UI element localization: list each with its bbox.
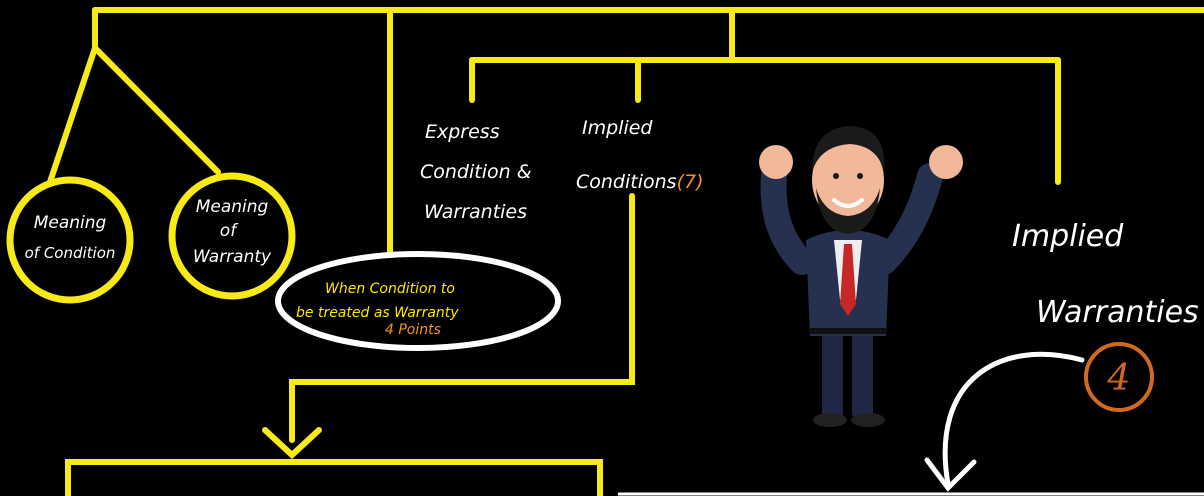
- meaning-warranty-line3: Warranty: [193, 247, 272, 267]
- cartoon-man-cheering-icon: [759, 126, 963, 427]
- branch-to-condition-circle: [47, 45, 98, 185]
- bottom-left-box-edges: [65, 459, 603, 496]
- express-line1: Express: [425, 121, 500, 143]
- when-condition-line1: When Condition to: [325, 281, 455, 297]
- when-condition-ellipse: [275, 251, 561, 351]
- implied-conditions-count: (7): [677, 171, 704, 193]
- meaning-condition-line1: Meaning: [34, 213, 107, 233]
- implied-warranties-line1: Implied: [1012, 219, 1124, 254]
- when-condition-line2: be treated as Warranty: [296, 305, 459, 321]
- meaning-warranty-line2: of: [220, 221, 239, 241]
- meaning-condition-line2: of Condition: [25, 244, 116, 262]
- arrow-down-left-icon: [262, 427, 322, 460]
- curved-arrow-line: [942, 351, 1085, 487]
- express-line2: Condition &: [420, 161, 532, 183]
- when-condition-line3: 4 Points: [385, 322, 441, 338]
- meaning-warranty-line1: Meaning: [196, 197, 269, 217]
- meaning-warranty-circle: [168, 172, 296, 300]
- connector-lines: [47, 7, 1204, 496]
- arrow-down-right-icon: [924, 457, 977, 492]
- implied-conditions-down-line: [289, 193, 635, 443]
- branch-to-warranty-circle: [92, 45, 221, 175]
- implied-warranties-count: 4: [1107, 358, 1131, 399]
- implied-conditions-line1: Implied: [582, 117, 653, 139]
- meaning-condition-circle: [6, 176, 134, 304]
- implied-conditions-line2: Conditions(7): [576, 171, 704, 193]
- implied-conditions-label: Conditions: [576, 171, 677, 193]
- count-circle: [1084, 342, 1154, 412]
- implied-warranties-line2: Warranties: [1036, 295, 1199, 330]
- express-line3: Warranties: [424, 201, 527, 223]
